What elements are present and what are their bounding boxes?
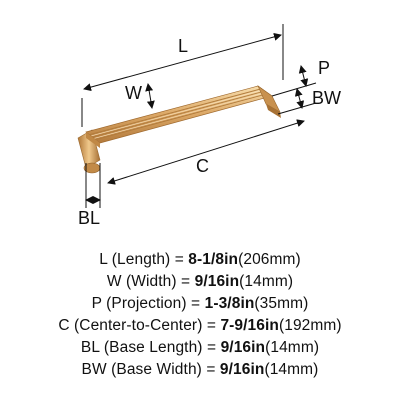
spec-abbr: BL (80, 339, 100, 356)
label-BW: BW (312, 88, 341, 108)
spec-metric: (14mm) (265, 339, 320, 356)
spec-name: (Width) = (125, 273, 191, 290)
spec-metric: (206mm) (238, 251, 301, 268)
spec-name: (Projection) = (106, 295, 201, 312)
spec-abbr: BW (81, 361, 107, 378)
spec-row-base-width: BW (Base Width) = 9/16in(14mm) (0, 360, 400, 380)
spec-row-projection: P (Projection) = 1-3/8in(35mm) (0, 294, 400, 314)
spec-metric: (192mm) (278, 317, 342, 334)
spec-value: 9/16in (219, 361, 265, 378)
label-P: P (318, 58, 330, 78)
spec-abbr: W (106, 273, 122, 290)
base-width-dimension-line (294, 88, 305, 109)
spec-metric: (35mm) (254, 295, 309, 312)
spec-metric: (14mm) (264, 361, 319, 378)
dimension-diagram: L W P BW C BL (77, 24, 341, 228)
label-BL: BL (78, 208, 100, 228)
width-dimension-line (145, 83, 155, 109)
spec-row-length: L (Length) = 8-1/8in(206mm) (0, 250, 400, 270)
spec-abbr: L (99, 251, 108, 268)
spec-value: 9/16in (220, 339, 266, 356)
spec-metric: (14mm) (239, 273, 294, 290)
spec-value: 8-1/8in (188, 251, 239, 268)
spec-abbr: C (58, 317, 70, 334)
spec-value: 7-9/16in (220, 317, 279, 334)
spec-row-base-length: BL (Base Length) = 9/16in(14mm) (0, 338, 400, 358)
center-to-center-dimension-line (107, 119, 305, 185)
spec-row-width: W (Width) = 9/16in(14mm) (0, 272, 400, 292)
spec-name: (Base Length) = (103, 339, 217, 356)
spec-value: 9/16in (194, 273, 240, 290)
spec-abbr: P (91, 295, 102, 312)
length-dimension-line (83, 32, 282, 92)
spec-name: (Center-to-Center) = (74, 317, 217, 334)
spec-value: 1-3/8in (204, 295, 255, 312)
spec-name: (Length) = (111, 251, 184, 268)
spec-name: (Base Width) = (111, 361, 216, 378)
label-W: W (125, 83, 142, 103)
label-C: C (196, 156, 209, 176)
projection-dimension-line (298, 65, 309, 87)
spec-row-center-to-center: C (Center-to-Center) = 7-9/16in(192mm) (0, 316, 400, 336)
dimension-spec-list: L (Length) = 8-1/8in(206mm) W (Width) = … (0, 250, 400, 400)
label-L: L (178, 36, 188, 56)
